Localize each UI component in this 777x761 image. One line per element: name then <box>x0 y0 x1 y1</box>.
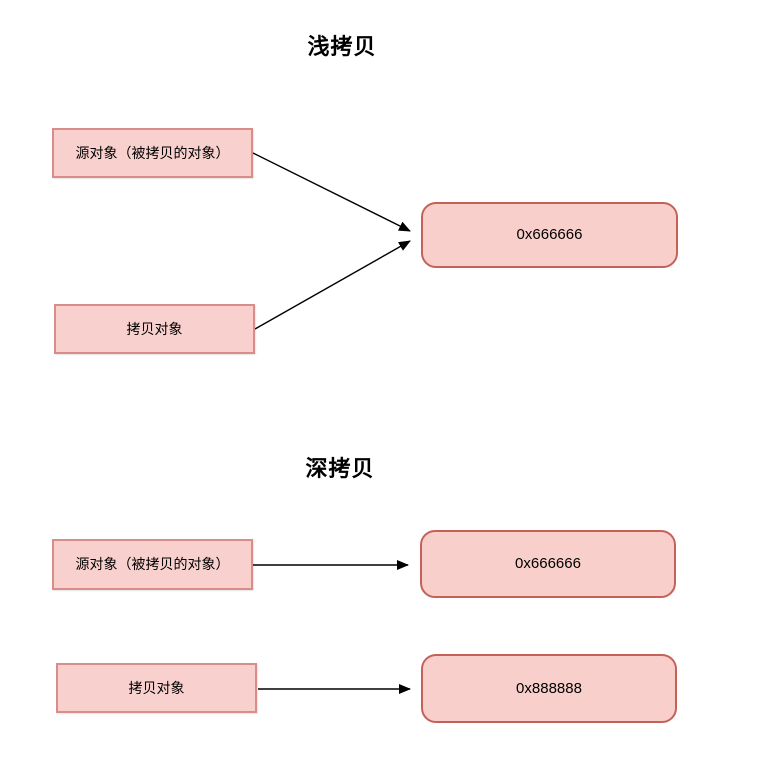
deep-source-address-node: 0x666666 <box>420 530 676 598</box>
shallow-source-object-node: 源对象（被拷贝的对象） <box>52 128 253 178</box>
deep-source-object-label: 源对象（被拷贝的对象） <box>75 556 230 573</box>
deep-copy-object-label: 拷贝对象 <box>128 679 185 696</box>
shallow-shared-address-node: 0x666666 <box>421 202 678 268</box>
shallow-shared-address-label: 0x666666 <box>516 226 583 243</box>
deep-source-object-node: 源对象（被拷贝的对象） <box>52 539 253 590</box>
arrow-shallow-copy-to-address <box>254 240 411 330</box>
deep-source-address-label: 0x666666 <box>515 555 581 572</box>
deep-copy-address-label: 0x888888 <box>516 679 582 697</box>
shallow-copy-object-node: 拷贝对象 <box>54 304 255 354</box>
shallow-copy-title: 浅拷贝 <box>307 34 377 59</box>
deep-copy-object-node: 拷贝对象 <box>56 663 257 713</box>
shallow-source-object-label: 源对象（被拷贝的对象） <box>75 144 230 161</box>
deep-copy-title: 深拷贝 <box>305 456 375 481</box>
shallow-copy-object-label: 拷贝对象 <box>126 320 183 337</box>
deep-copy-address-node: 0x888888 <box>421 654 677 723</box>
arrow-shallow-source-to-address <box>252 152 411 232</box>
